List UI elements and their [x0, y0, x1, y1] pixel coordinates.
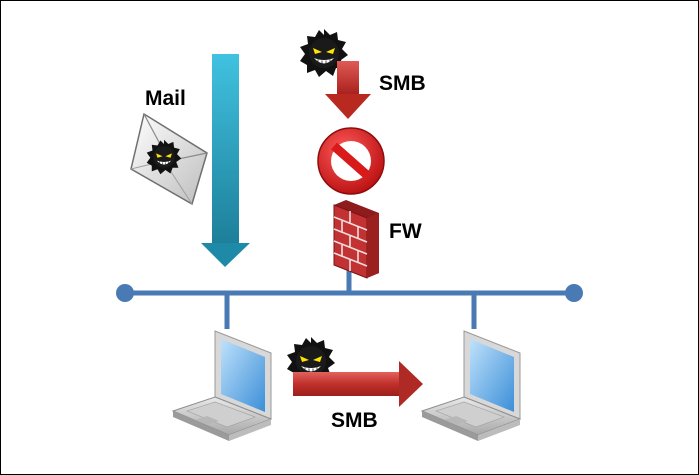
- smb-arrow-down: [325, 61, 371, 119]
- smb-label-bottom: SMB: [331, 409, 378, 432]
- bus-end-left-node: [116, 284, 134, 302]
- mail-arrow: [201, 54, 250, 267]
- network-bus: [116, 266, 583, 329]
- bus-end-right-node: [565, 284, 583, 302]
- laptop-icon-right: [421, 330, 521, 442]
- laptop-icon-left: [172, 330, 272, 442]
- smb-label-top: SMB: [379, 72, 426, 95]
- firewall-icon: [333, 200, 379, 279]
- prohibited-icon: [317, 127, 385, 195]
- mail-label: Mail: [145, 87, 186, 110]
- smb-arrow-right: [293, 361, 423, 407]
- envelope-icon: [130, 112, 208, 206]
- fw-label: FW: [389, 220, 422, 243]
